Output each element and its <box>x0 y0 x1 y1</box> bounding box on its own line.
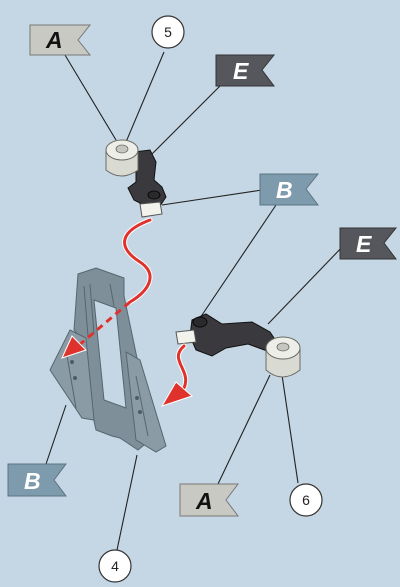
flag-letter: A <box>195 488 213 514</box>
flag-letter: B <box>276 177 293 203</box>
flag-letter: E <box>233 58 249 84</box>
frame-part <box>49 267 167 453</box>
flag-letter: B <box>24 468 41 494</box>
callout-6: 6 <box>289 483 323 517</box>
flag-letter: A <box>45 27 63 53</box>
leader-lines <box>44 51 347 551</box>
mounting-arrows <box>61 217 193 407</box>
flag-e-right: E <box>339 227 398 260</box>
callout-4: 4 <box>98 549 132 583</box>
flag-a-bottom: A <box>179 483 239 517</box>
callout-5: 5 <box>151 15 185 49</box>
flag-letter: E <box>356 231 372 257</box>
flag-e-top: E <box>215 54 276 87</box>
flag-a-top: A <box>29 24 92 56</box>
top-clip-assembly <box>105 139 167 218</box>
right-clip-assembly <box>175 313 301 378</box>
flag-b-left: B <box>7 463 67 497</box>
callout-number: 4 <box>111 558 119 574</box>
callout-number: 5 <box>164 24 172 40</box>
callout-number: 6 <box>302 492 310 508</box>
flag-b-top: B <box>259 173 320 206</box>
